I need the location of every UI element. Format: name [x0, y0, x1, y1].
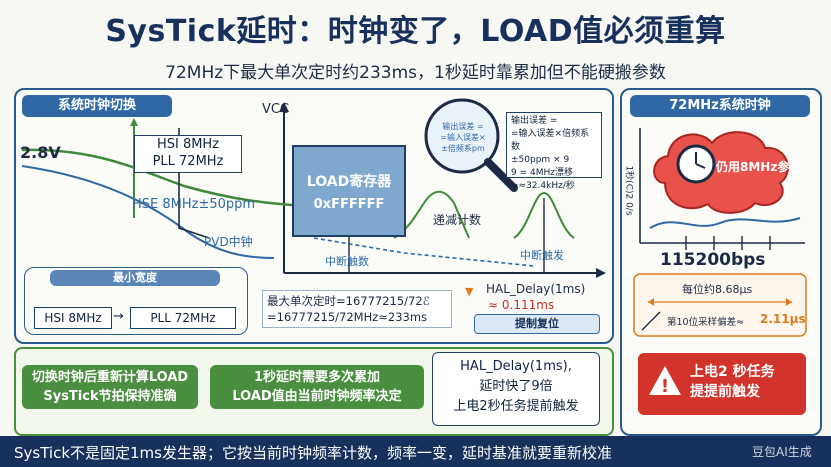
bit-time-label: 每位约8.68μs: [682, 283, 753, 296]
load-register-value: 0xFFFFFF: [313, 197, 385, 212]
warning-icon: !: [648, 364, 682, 398]
voltage-2v8-label: 2.8V: [20, 143, 61, 162]
vertical-axis-label: 1秒(C)2 0/s: [623, 165, 634, 216]
voltage-curve-green: [21, 148, 305, 208]
voltage-curve-blue: [21, 165, 275, 259]
hal-delay-box: HAL_Delay(1ms), 延时快了9倍 上电2秒任务提前触发: [432, 352, 600, 426]
warning-line-2: 提提前触发: [690, 384, 760, 400]
warning-triangle-icon: ▼: [465, 285, 474, 298]
deviation-value: 2.11μs: [760, 312, 806, 326]
interrupt-label-1: 中断触数: [325, 255, 369, 268]
lens-line-2: =输入误差×: [440, 133, 486, 142]
cloud-text: 仍用8MHz参数: [716, 160, 802, 174]
warning-text: 上电2 秒任务 提提前触发: [690, 362, 775, 402]
load-register-box: LOAD寄存器 0xFFFFFF: [292, 145, 406, 237]
reset-button[interactable]: 提制复位: [474, 314, 600, 334]
hsi-label: HSI 8MHz: [156, 137, 220, 152]
formula-line: ±50ppm × 9: [511, 155, 570, 165]
hal-delay-line-3: 上电2秒任务提前触发: [453, 399, 579, 414]
pll-small-box: PLL 72MHz: [130, 307, 236, 329]
baud-rate: 115200bps: [660, 250, 766, 270]
formula-line: ≈≈32.4kHz/秒: [511, 181, 575, 191]
recalc-load-line-1: 切换时钟后重新计算LOAD: [31, 370, 189, 385]
recalc-load-line-2: SysTick节拍保持准确: [43, 389, 177, 404]
magnifier-lens: [424, 98, 500, 174]
y-axis-arrow: [279, 102, 289, 112]
pvd-label: PVD中钟: [204, 235, 253, 249]
hse-label: HSE 8MHz±50ppm: [132, 197, 256, 212]
load-register-title: LOAD寄存器: [306, 174, 392, 190]
countdown-label: 递减计数: [433, 213, 482, 227]
accumulate-line-2: LOAD值由当前时钟频率决定: [232, 389, 402, 404]
page-subtitle: 72MHz下最大单次定时约233ms，1秒延时靠累加但不能硬搬参数: [165, 63, 666, 83]
hal-delay-small-line-1: HAL_Delay(1ms): [486, 282, 586, 296]
interrupt-label-2: 中断触发: [520, 249, 564, 262]
footer-bar: SysTick不是固定1ms发生器；它按当前时钟频率计数，频率一变，延时基准就要…: [0, 436, 831, 467]
svg-text:!: !: [661, 376, 669, 397]
sysclk-diagram: [633, 128, 807, 337]
accumulate-note: 1秒延时需要多次累加 LOAD值由当前时钟频率决定: [210, 365, 424, 409]
hsi-pll-box: HSI 8MHz PLL 72MHz: [134, 135, 242, 173]
sysclk-header: 72MHz系统时钟: [630, 95, 810, 117]
magnifier-handle: [484, 158, 518, 192]
hal-delay-line-2: 延时快了9倍: [479, 379, 553, 394]
page-title: SysTick延时：时钟变了，LOAD值必须重算: [105, 14, 726, 49]
lens-line-3: ±倍频系pm: [441, 144, 485, 153]
hsi-small-box: HSI 8MHz: [34, 307, 112, 329]
recalc-load-note: 切换时钟后重新计算LOAD SysTick节拍保持准确: [22, 365, 198, 409]
formula-line: 9 = 4MHz漂移: [511, 168, 573, 178]
hal-delay-line-1: HAL_Delay(1ms),: [460, 359, 572, 374]
deviation-label: 第10位采样偏差≈: [667, 317, 745, 328]
formula-line: =输入误差×倍频系数: [511, 129, 590, 152]
max-timing-line-1: 最大单次定时=16777215/72ℰ: [267, 294, 430, 308]
lens-text: 输出误差 = =输入误差× ±倍频系pm: [429, 121, 497, 154]
max-timing-box: 最大单次定时=16777215/72ℰ =16777215/72MHz≈233m…: [262, 290, 452, 328]
pll-label: PLL 72MHz: [152, 154, 224, 169]
clock-wave: [649, 217, 801, 229]
formula-box: 输出误差 = =输入误差×倍频系数 ±50ppm × 9 9 = 4MHz漂移 …: [506, 112, 602, 191]
min-width-header: 最小宽度: [50, 270, 220, 286]
vcc-label: VCC: [262, 102, 290, 117]
accumulate-line-1: 1秒延时需要多次累加: [253, 370, 381, 385]
watermark: 豆包AI生成: [752, 445, 812, 459]
clock-switch-header: 系统时钟切换: [22, 95, 172, 117]
lens-line-1: 输出误差 =: [442, 122, 484, 131]
footer-text: SysTick不是固定1ms发生器；它按当前时钟频率计数，频率一变，延时基准就要…: [14, 444, 612, 462]
formula-line: 输出误差 =: [511, 116, 558, 126]
hal-delay-small-line-2: ≈ 0.111ms: [488, 298, 555, 312]
bit-frame: [633, 273, 807, 337]
arrow-icon: →: [113, 309, 124, 324]
max-timing-line-2: =16777215/72MHz≈233ms: [267, 310, 428, 324]
x-axis-arrow: [596, 268, 606, 278]
warning-line-1: 上电2 秒任务: [690, 364, 775, 380]
